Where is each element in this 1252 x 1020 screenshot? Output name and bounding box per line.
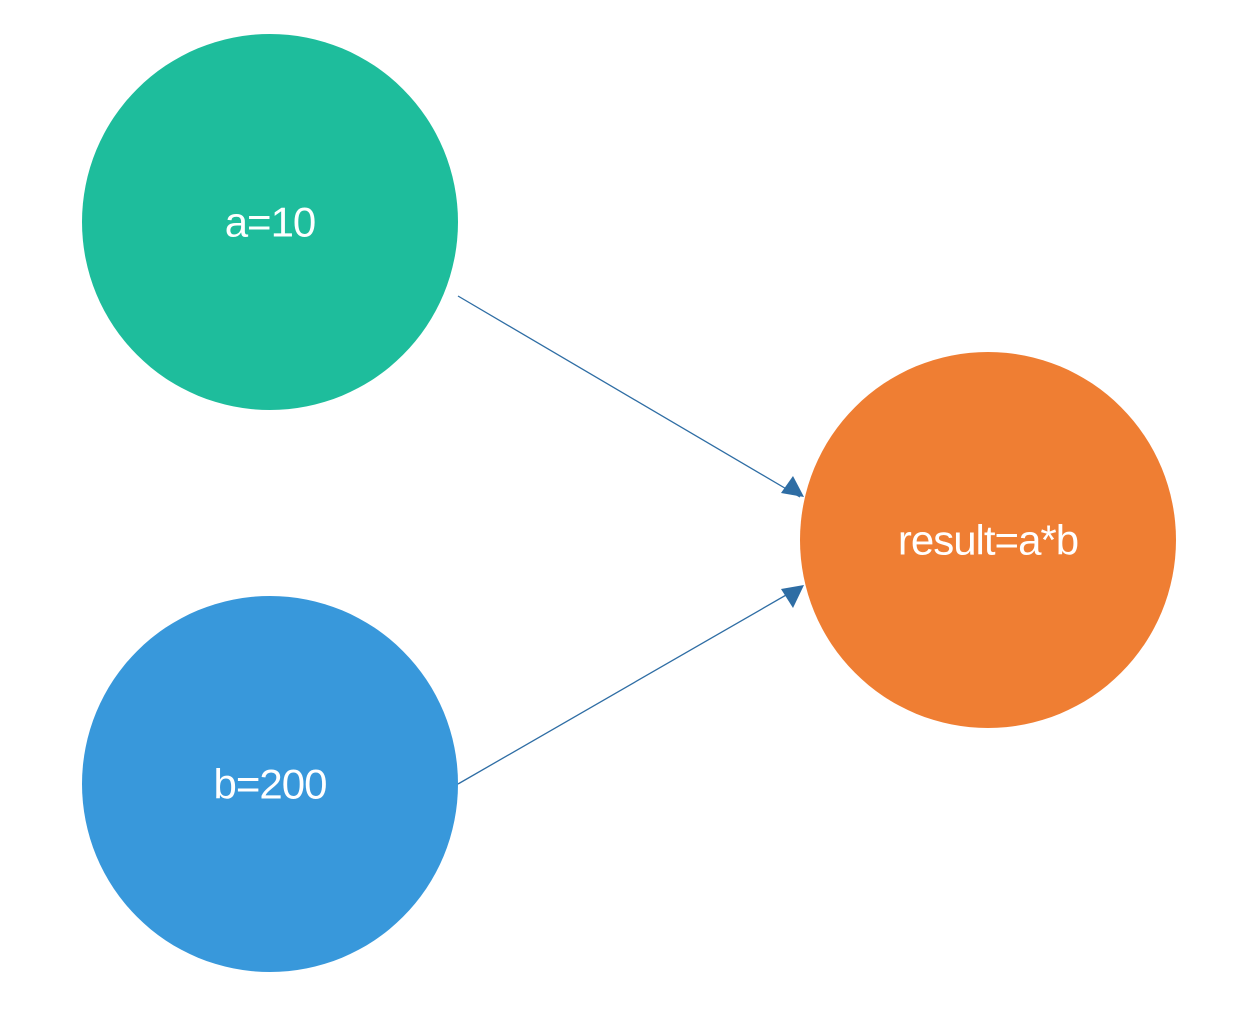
node-b-circle — [82, 596, 458, 972]
arrowhead-b-to-result — [781, 585, 804, 608]
edge-b-to-result — [457, 586, 801, 785]
node-result: result=a*b — [800, 352, 1176, 728]
arrowhead-a-to-result — [781, 476, 804, 497]
edge-a-to-result — [457, 295, 801, 498]
node-result-circle — [800, 352, 1176, 728]
node-a-label: a=10 — [225, 199, 316, 246]
node-result-label: result=a*b — [898, 517, 1078, 564]
node-a: a=10 — [82, 34, 458, 410]
node-b: b=200 — [82, 596, 458, 972]
node-b-label: b=200 — [214, 761, 327, 808]
node-a-circle — [82, 34, 458, 410]
